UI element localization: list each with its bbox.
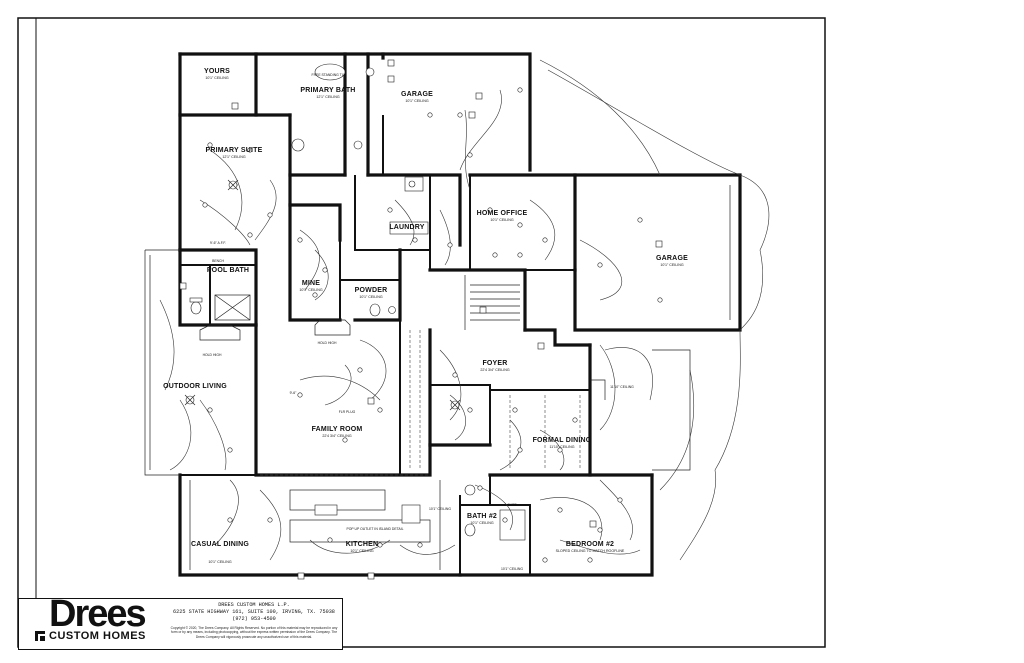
- room-name-family-room: FAMILY ROOM: [312, 426, 363, 433]
- fireplace-icon: [199, 324, 241, 341]
- room-ceiling-bath2: 10'1" CEILING: [470, 521, 494, 525]
- room-name-powder: POWDER: [355, 287, 388, 294]
- note-ceiling-right: 11'10" CEILING: [610, 385, 634, 389]
- room-name-foyer: FOYER: [482, 360, 507, 367]
- logo-sub-custom: CUSTOM: [49, 630, 104, 642]
- fireplace-icon: [314, 319, 351, 336]
- kitchen-sink: [314, 504, 338, 516]
- fixtures: [189, 63, 581, 541]
- note-popup-outlet: POP UP OUTLET IN ISLAND DETAIL: [346, 527, 403, 531]
- copyright-notice: Copyright © 2020, The Drees Company. All…: [170, 626, 338, 639]
- note-bath-ceiling: 10'1" CEILING: [429, 507, 451, 511]
- cooktop: [401, 504, 421, 524]
- room-ceiling-primary-suite: 12'1" CEILING: [222, 155, 246, 159]
- logo-sub-homes: HOMES: [103, 630, 146, 642]
- shower-icon: [214, 294, 251, 321]
- electrical-wiring: [159, 59, 770, 561]
- freestanding-tub: [314, 63, 346, 81]
- room-name-home-office: HOME OFFICE: [477, 210, 528, 217]
- toilet-icon: [369, 303, 381, 317]
- room-name-mine: MINE: [302, 280, 320, 287]
- room-ceiling-casual-dining: 10'1" CEILING: [208, 560, 232, 564]
- switch-tags: [179, 59, 663, 580]
- room-name-kitchen: KITCHEN: [346, 541, 379, 548]
- sink-icon: [353, 140, 363, 150]
- room-name-laundry: LAUNDRY: [389, 224, 424, 231]
- note-bench: BENCH: [212, 259, 224, 263]
- room-name-yours: YOURS: [204, 68, 230, 75]
- room-ceiling-garage-side: 10'1" CEILING: [660, 263, 684, 267]
- room-name-primary-bath: PRIMARY BATH: [300, 87, 355, 94]
- sink-icon: [365, 67, 375, 77]
- room-name-pool-bath: POOL BATH: [207, 267, 249, 274]
- room-ceiling-mine: 10'1" CEILING: [299, 288, 323, 292]
- laundry-counter: [389, 221, 429, 235]
- company-info: DREES CUSTOM HOMES L.P. 6225 STATE HIGHW…: [169, 602, 339, 623]
- room-name-bedroom2: BEDROOM #2: [566, 541, 614, 548]
- room-ceiling-primary-bath: 12'1" CEILING: [316, 95, 340, 99]
- room-name-casual-dining: CASUAL DINING: [191, 541, 249, 548]
- sink-icon: [388, 306, 396, 314]
- plan-notes: BENCH HOLD HIGH HOLD HIGH FREE STANDING …: [203, 73, 635, 571]
- room-ceiling-bedroom2: SLOPED CEILING TO MATCH ROOFLINE: [556, 549, 625, 553]
- note-aff: 9'-6" A.F.F.: [210, 241, 226, 245]
- room-ceiling-family-room: 22'4 3/4" CEILING: [322, 434, 352, 438]
- logo-mark-icon: [35, 631, 45, 641]
- room-ceiling-foyer: 22'4 3/4" CEILING: [480, 368, 510, 372]
- room-ceiling-powder: 10'1" CEILING: [359, 295, 383, 299]
- note-bed-ceiling: 10'1" CEILING: [501, 567, 523, 571]
- company-address: 6225 STATE HIGHWAY 161, SUITE 100, IRVIN…: [173, 609, 335, 615]
- toilet-icon: [190, 301, 202, 315]
- toilet-icon: [464, 523, 476, 537]
- logo-word: Drees: [49, 593, 147, 635]
- room-name-garage-side: GARAGE: [656, 255, 688, 262]
- note-floor-plug: FLR PLUG: [339, 410, 356, 414]
- room-name-primary-suite: PRIMARY SUITE: [205, 147, 262, 154]
- floor-plan: [144, 52, 742, 577]
- drees-logo: Drees CUSTOM HOMES: [29, 595, 169, 647]
- ceiling-fan-icon: [184, 179, 461, 411]
- room-name-formal-dining: FORMAL DINING: [533, 437, 592, 444]
- sheet-border: [17, 17, 826, 648]
- room-ceiling-kitchen: 10'1" CEILING: [350, 549, 374, 553]
- shower-icon: [499, 509, 526, 541]
- note-hold-high: HOLD HIGH: [318, 341, 337, 345]
- room-ceiling-garage-rear: 10'1" CEILING: [405, 99, 429, 103]
- note-curb: CURB: [507, 503, 517, 507]
- company-phone: (972) 953-4500: [232, 616, 276, 622]
- room-ceiling-home-office: 10'1" CEILING: [490, 218, 514, 222]
- room-ceiling-yours: 10'1" CEILING: [205, 76, 229, 80]
- logo-subtitle: CUSTOM HOMES: [49, 631, 146, 642]
- room-ceiling-formal-dining: 11'10" CEILING: [549, 445, 574, 449]
- note-dimension: 9'-6": [290, 391, 298, 395]
- room-name-outdoor-living: OUTDOOR LIVING: [163, 383, 227, 390]
- room-name-garage-rear: GARAGE: [401, 91, 433, 98]
- company-name: DREES CUSTOM HOMES L.P.: [218, 602, 290, 608]
- room-labels: YOURS 10'1" CEILING PRIMARY BATH 12'1" C…: [163, 68, 688, 564]
- note-hold-high: HOLD HIGH: [203, 353, 222, 357]
- room-name-bath2: BATH #2: [467, 513, 497, 520]
- note-free-standing-tub: FREE STANDING TUB: [312, 73, 348, 77]
- title-block: Drees CUSTOM HOMES DREES CUSTOM HOMES L.…: [18, 595, 343, 650]
- electrical-symbols: [202, 87, 663, 563]
